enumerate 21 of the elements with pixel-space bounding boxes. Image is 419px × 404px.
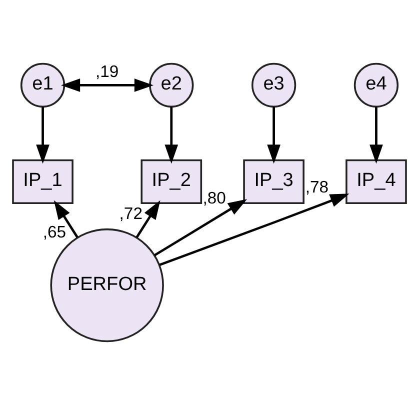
arrow <box>61 78 154 92</box>
edge-label: ,72 <box>119 204 142 223</box>
arrow <box>159 193 350 266</box>
node-box: IP_3 <box>243 158 304 204</box>
node-circle: e4 <box>354 62 399 108</box>
arrow <box>54 200 78 238</box>
edge-label: ,80 <box>202 188 226 207</box>
node-circle: e2 <box>149 62 194 108</box>
arrow <box>136 200 160 238</box>
arrow <box>370 106 383 164</box>
node-circle: e1 <box>20 62 66 108</box>
arrow <box>267 106 280 164</box>
node-box: IP_2 <box>140 158 202 204</box>
node-box: IP_4 <box>346 158 407 204</box>
edge-label: ,19 <box>96 62 119 81</box>
arrow <box>164 106 178 164</box>
arrow <box>154 198 248 256</box>
arrow <box>36 106 50 164</box>
node-circle: e3 <box>251 62 296 108</box>
edge-label: ,78 <box>305 176 329 196</box>
node-box: IP_1 <box>12 158 74 204</box>
